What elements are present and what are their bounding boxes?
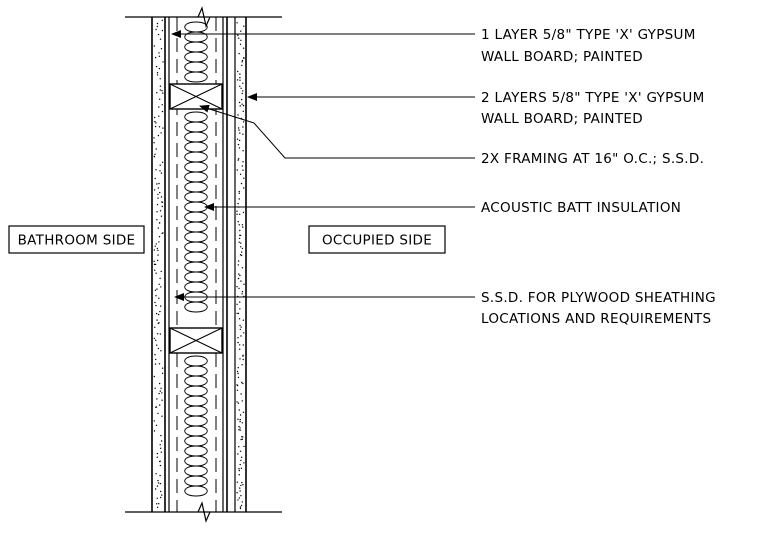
occupied-side-text: OCCUPIED SIDE: [322, 233, 432, 249]
blocking-lower: [169, 327, 223, 354]
right-gypsum-layers: [226, 17, 247, 512]
callout-5-line-2: LOCATIONS AND REQUIREMENTS: [481, 311, 711, 327]
callout-3-line-1: 2X FRAMING AT 16" O.C.; S.S.D.: [481, 151, 704, 167]
callout-1-line-2: WALL BOARD; PAINTED: [481, 49, 643, 65]
callout-1-line-1: 1 LAYER 5/8" TYPE 'X' GYPSUM: [481, 27, 696, 43]
callout-2-line-1: 2 LAYERS 5/8" TYPE 'X' GYPSUM: [481, 90, 705, 106]
callout-2: 2 LAYERS 5/8" TYPE 'X' GYPSUM WALL BOARD…: [481, 90, 705, 127]
callout-2-line-2: WALL BOARD; PAINTED: [481, 111, 643, 127]
callout-5-line-1: S.S.D. FOR PLYWOOD SHEATHING: [481, 290, 716, 306]
callout-4: ACOUSTIC BATT INSULATION: [481, 200, 681, 216]
left-gypsum-layer: [151, 17, 166, 512]
bottom-break-line: [125, 501, 282, 523]
leader-lines: [171, 30, 475, 301]
bathroom-side-text: BATHROOM SIDE: [18, 233, 136, 249]
stud-cavity: [168, 17, 224, 512]
callout-4-line-1: ACOUSTIC BATT INSULATION: [481, 200, 681, 216]
callout-3: 2X FRAMING AT 16" O.C.; S.S.D.: [481, 151, 704, 167]
batt-insulation: [184, 21, 208, 497]
blocking-upper: [169, 83, 223, 110]
occupied-side-label: OCCUPIED SIDE: [308, 225, 446, 254]
callout-1: 1 LAYER 5/8" TYPE 'X' GYPSUM WALL BOARD;…: [481, 27, 696, 65]
top-break-line: [125, 6, 282, 28]
bathroom-side-label: BATHROOM SIDE: [8, 225, 145, 254]
callout-5: S.S.D. FOR PLYWOOD SHEATHING LOCATIONS A…: [481, 290, 716, 327]
leader-3: [199, 104, 475, 159]
